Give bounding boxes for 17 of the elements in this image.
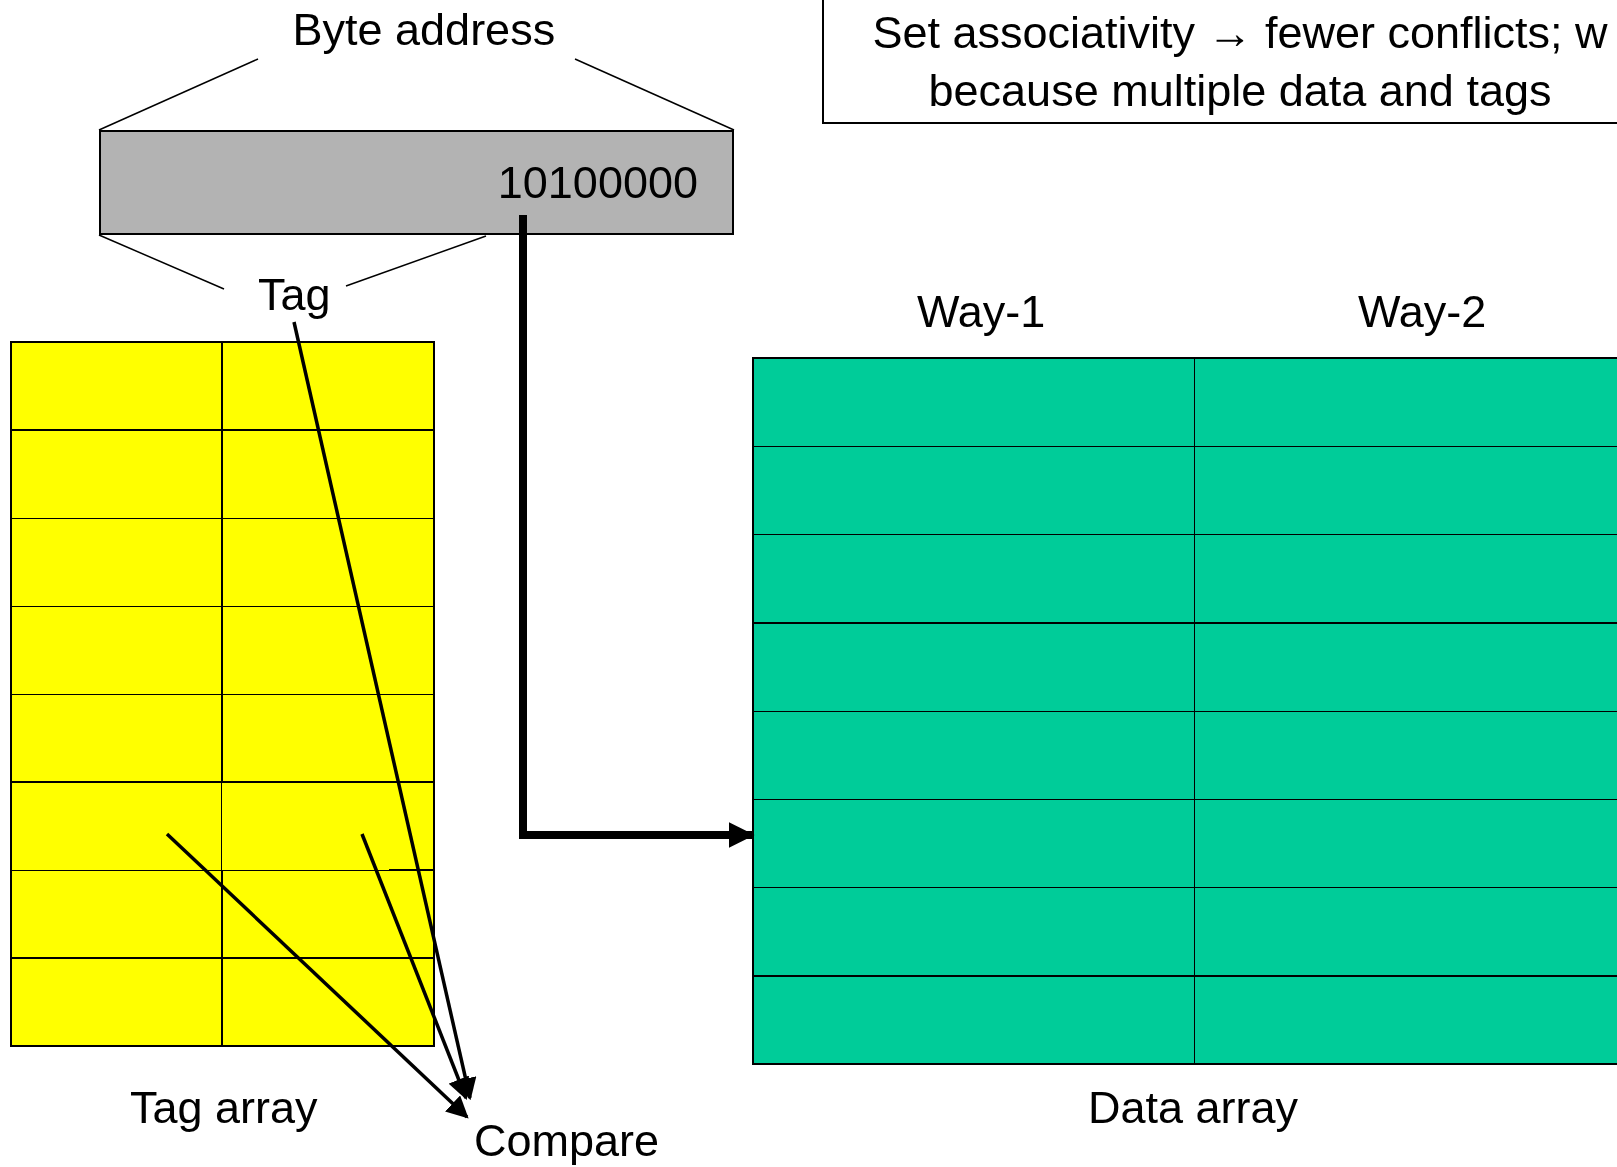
comparator-label: Compare xyxy=(474,1116,660,1166)
column-header: Way-1 xyxy=(917,287,1046,337)
field-label: Byte address xyxy=(292,5,556,55)
field-label: Tag xyxy=(258,270,331,320)
arrow xyxy=(165,832,469,1119)
note-text: Set associativity → fewer conflicts; w because multiple data and tags xyxy=(871,6,1609,118)
address-field-box xyxy=(99,130,734,235)
array-caption: Tag array xyxy=(130,1083,318,1133)
note-box xyxy=(822,0,1617,124)
tag-entry xyxy=(221,781,389,871)
arrow xyxy=(360,833,469,1101)
array-caption: Data array xyxy=(1088,1083,1299,1133)
tag-array-grid xyxy=(10,341,435,1047)
data-array-grid xyxy=(752,357,1617,1065)
address-bits: 10100000 xyxy=(497,158,698,208)
arrow xyxy=(519,215,755,848)
column-header: Way-2 xyxy=(1358,287,1487,337)
